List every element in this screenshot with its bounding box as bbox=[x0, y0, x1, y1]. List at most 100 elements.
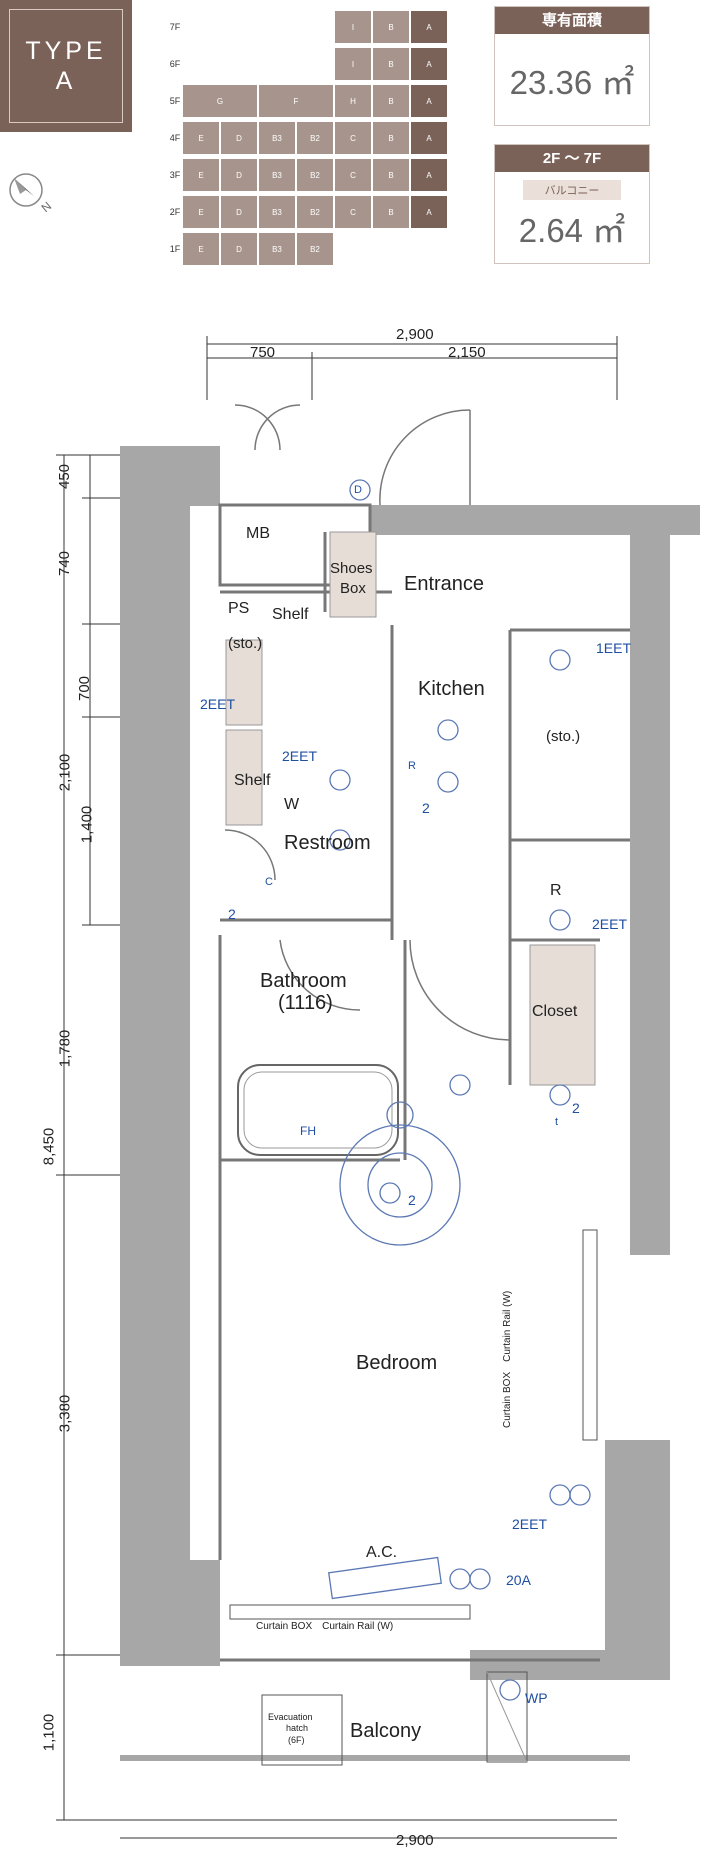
key-plan-cell: C bbox=[334, 195, 372, 229]
key-plan-cell: A bbox=[410, 158, 448, 192]
evac-label-2: hatch bbox=[286, 1723, 309, 1733]
balcony-sublabel: バルコニー bbox=[522, 180, 622, 200]
count-2-a: 2 bbox=[422, 800, 430, 816]
key-plan-cell: D bbox=[220, 158, 258, 192]
key-plan-cell: B3 bbox=[258, 158, 296, 192]
bathroom-label: Bathroom bbox=[260, 970, 347, 992]
type-label: TYPE bbox=[25, 37, 107, 65]
key-plan-cell: F bbox=[258, 84, 334, 118]
t-mark-label: t bbox=[555, 1116, 559, 1128]
key-plan-cell: E bbox=[182, 195, 220, 229]
wp-label: WP bbox=[525, 1690, 548, 1706]
floor-label: 2F bbox=[169, 207, 181, 217]
compass-icon: N bbox=[4, 168, 60, 224]
dim-left-740: 740 bbox=[56, 550, 74, 577]
shelf-mid-label: Shelf bbox=[234, 772, 271, 789]
area-value: 23.36 ㎡ bbox=[509, 64, 635, 101]
ps-label: PS bbox=[228, 600, 250, 617]
dim-left-1100: 1,100 bbox=[40, 1713, 58, 1752]
closet-label: Closet bbox=[532, 1003, 578, 1020]
key-plan-cell: H bbox=[334, 84, 372, 118]
key-plan-cell: B3 bbox=[258, 232, 296, 266]
kitchen-label: Kitchen bbox=[418, 678, 485, 700]
key-plan-cell: E bbox=[182, 158, 220, 192]
dim-top-left: 750 bbox=[250, 344, 276, 361]
key-plan-cell: B2 bbox=[296, 195, 334, 229]
balcony-label: Balcony bbox=[350, 1720, 422, 1742]
dim-left-700: 700 bbox=[76, 675, 94, 702]
key-plan-cell: D bbox=[220, 121, 258, 155]
key-plan-cell: A bbox=[410, 195, 448, 229]
r-mark-label: R bbox=[550, 882, 562, 899]
key-plan-cell: A bbox=[410, 121, 448, 155]
d-mark-label: D bbox=[354, 484, 362, 496]
dim-left-450: 450 bbox=[56, 463, 74, 490]
area-header: 専有面積 bbox=[495, 7, 649, 34]
fh-label: FH bbox=[300, 1124, 316, 1138]
count-2-d: 2 bbox=[408, 1192, 416, 1208]
entrance-label: Entrance bbox=[404, 573, 485, 595]
key-plan-cell: E bbox=[182, 121, 220, 155]
shoes-box-label-1: Shoes bbox=[330, 560, 373, 577]
key-plan-cell: D bbox=[220, 232, 258, 266]
sto-right-label: (sto.) bbox=[546, 728, 581, 745]
20a-label: 20A bbox=[506, 1572, 531, 1588]
floor-label: 1F bbox=[169, 244, 181, 254]
area-box: 専有面積 23.36 ㎡ bbox=[494, 6, 650, 126]
bathroom-size-label: (1116) bbox=[278, 992, 333, 1014]
eet2-mid-label: 2EET bbox=[282, 748, 318, 764]
key-plan-cell: B bbox=[372, 195, 410, 229]
key-plan-cell: B2 bbox=[296, 121, 334, 155]
dim-left-3380: 3,380 bbox=[56, 1394, 74, 1433]
restroom-label: Restroom bbox=[284, 832, 371, 854]
balcony-box: 2F ～ 7F バルコニー 2.64 ㎡ bbox=[494, 144, 650, 264]
mb-label: MB bbox=[246, 525, 270, 542]
r-small-label: R bbox=[408, 760, 416, 772]
floor-label: 3F bbox=[169, 170, 181, 180]
key-plan-cell: B3 bbox=[258, 121, 296, 155]
w-mark-label: W bbox=[284, 796, 300, 813]
key-plan-cell: I bbox=[334, 47, 372, 81]
key-plan-cell: B bbox=[372, 121, 410, 155]
key-plan-cell: B bbox=[372, 158, 410, 192]
key-plan-cell: C bbox=[334, 158, 372, 192]
dim-bottom-total: 2,900 bbox=[396, 1832, 434, 1849]
type-badge-frame: TYPE A bbox=[9, 9, 123, 123]
key-plan-cell: D bbox=[220, 195, 258, 229]
shelf-top-label: Shelf bbox=[272, 606, 309, 623]
key-plan-cell: E bbox=[182, 232, 220, 266]
key-plan-cell: B bbox=[372, 10, 410, 44]
key-plan-cell: A bbox=[410, 10, 448, 44]
key-plan-cell: G bbox=[182, 84, 258, 118]
dim-left-8450: 8,450 bbox=[40, 1127, 58, 1166]
sto-left-label: (sto.) bbox=[228, 635, 263, 652]
evac-label-1: Evacuation bbox=[268, 1712, 313, 1722]
key-plan-cell: I bbox=[334, 10, 372, 44]
key-plan-cell: B2 bbox=[296, 158, 334, 192]
evac-label-3: (6F) bbox=[288, 1735, 305, 1745]
curtain-bottom-label: Curtain BOX Curtain Rail (W) bbox=[256, 1621, 394, 1632]
floor-label: 5F bbox=[169, 96, 181, 106]
floor-label: 4F bbox=[169, 133, 181, 143]
eet2-right-label: 2EET bbox=[592, 916, 628, 932]
key-plan-cell: C bbox=[334, 121, 372, 155]
floor-label: 7F bbox=[169, 22, 181, 32]
dim-left-1400: 1,400 bbox=[78, 805, 96, 844]
key-plan-cell: A bbox=[410, 84, 448, 118]
dim-top-right: 2,150 bbox=[448, 344, 486, 361]
key-plan-cell: B3 bbox=[258, 195, 296, 229]
type-letter: A bbox=[55, 67, 77, 95]
count-2-b: 2 bbox=[228, 906, 236, 922]
key-plan-cell: A bbox=[410, 47, 448, 81]
eet2-bed-label: 2EET bbox=[512, 1516, 548, 1532]
floor-label: 6F bbox=[169, 59, 181, 69]
shoes-box-label-2: Box bbox=[340, 580, 366, 597]
eet2-left-label: 2EET bbox=[200, 696, 236, 712]
curtain-side-label: Curtain BOX Curtain Rail (W) bbox=[502, 1290, 513, 1428]
dim-top-total: 2,900 bbox=[396, 326, 434, 343]
bedroom-label: Bedroom bbox=[356, 1352, 438, 1374]
dim-left-1780: 1,780 bbox=[56, 1029, 74, 1068]
key-plan-cell: B bbox=[372, 84, 410, 118]
